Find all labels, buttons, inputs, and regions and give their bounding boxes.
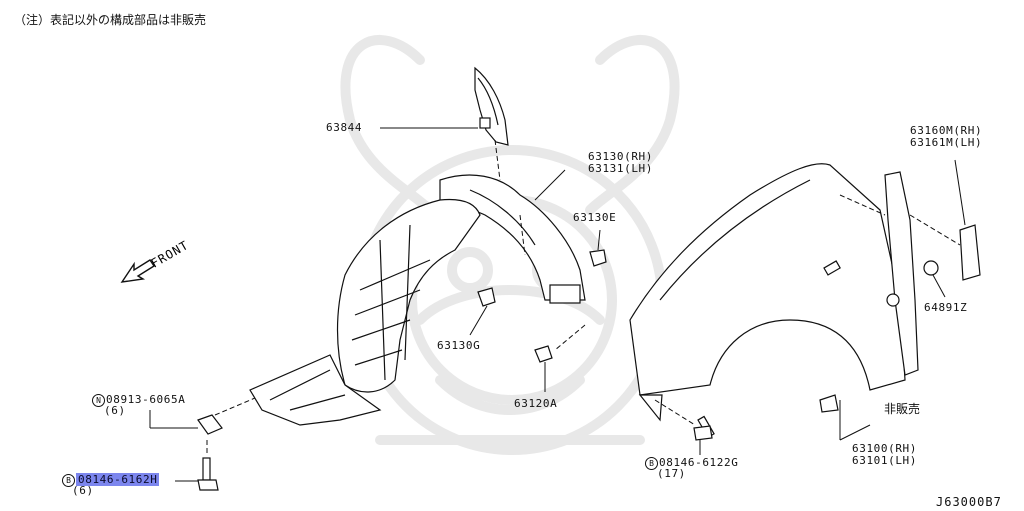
inner-liner-front xyxy=(249,198,481,426)
label-63131-lh[interactable]: 63131(LH) xyxy=(588,162,654,175)
nut-08913 xyxy=(197,414,223,435)
mud-guard-63844 xyxy=(474,66,509,146)
bolt-08146-6122g xyxy=(693,415,715,441)
qty-08913: (6) xyxy=(104,404,126,417)
clip-63120a xyxy=(534,345,553,363)
label-63101-lh[interactable]: 63101(LH) xyxy=(852,454,918,467)
label-63130e[interactable]: 63130E xyxy=(573,211,617,224)
label-63100-rh[interactable]: 63100(RH) xyxy=(852,442,918,455)
note-text: （注）表記以外の構成部品は非販売 xyxy=(14,13,207,27)
label-63130g[interactable]: 63130G xyxy=(437,339,481,352)
b-symbol: B xyxy=(645,457,658,470)
fender-63100 xyxy=(629,163,906,422)
front-arrow xyxy=(120,259,155,283)
label-not-for-sale: 非販売 xyxy=(884,402,921,416)
front-label: FRONT xyxy=(149,238,192,271)
label-64891z[interactable]: 64891Z xyxy=(924,301,968,314)
clip-63130g xyxy=(477,287,496,307)
label-63844[interactable]: 63844 xyxy=(326,121,363,134)
label-63130-rh[interactable]: 63130(RH) xyxy=(588,150,654,163)
highlighted-part-number: 08146-6162H xyxy=(76,473,160,486)
clip-63130e xyxy=(589,249,607,267)
cap-64891z xyxy=(923,260,939,276)
b-symbol: B xyxy=(62,474,75,487)
label-63160m-rh[interactable]: 63160M(RH) xyxy=(910,124,983,137)
fender-bracket-63160m xyxy=(884,171,981,376)
n-symbol: N xyxy=(92,394,105,407)
qty-08146-6162h: (6) xyxy=(72,484,94,497)
bolt-08146-6162h xyxy=(197,457,219,491)
label-63120a[interactable]: 63120A xyxy=(514,397,558,410)
diagram-code: J63000B7 xyxy=(936,495,1002,509)
label-63161m-lh[interactable]: 63161M(LH) xyxy=(910,136,983,149)
qty-08146-6122g: (17) xyxy=(657,467,686,480)
